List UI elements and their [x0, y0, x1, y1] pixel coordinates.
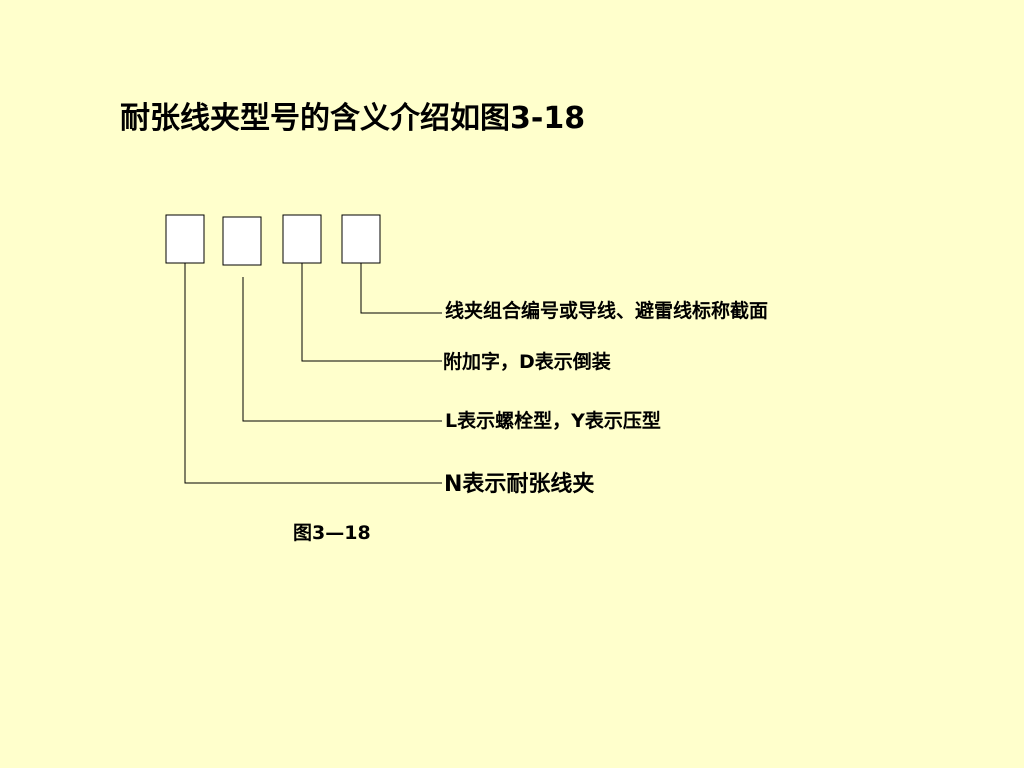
code-box-2 — [222, 216, 262, 266]
slide-title: 耐张线夹型号的含义介绍如图3-18 — [120, 101, 586, 136]
label-cross-section: 线夹组合编号或导线、避雷线标称截面 — [445, 300, 769, 322]
figure-caption: 图3—18 — [293, 522, 371, 544]
leader-line-1 — [184, 263, 442, 484]
code-box-3 — [282, 214, 322, 264]
label-strain-clamp: N表示耐张线夹 — [444, 472, 595, 497]
label-suffix: 附加字，D表示倒装 — [443, 351, 611, 373]
leader-line-2 — [242, 277, 442, 422]
leader-line-3 — [301, 263, 442, 362]
leader-line-4 — [360, 263, 442, 314]
code-box-4 — [341, 214, 381, 264]
label-type: L表示螺栓型，Y表示压型 — [445, 410, 661, 432]
code-box-1 — [165, 214, 205, 264]
